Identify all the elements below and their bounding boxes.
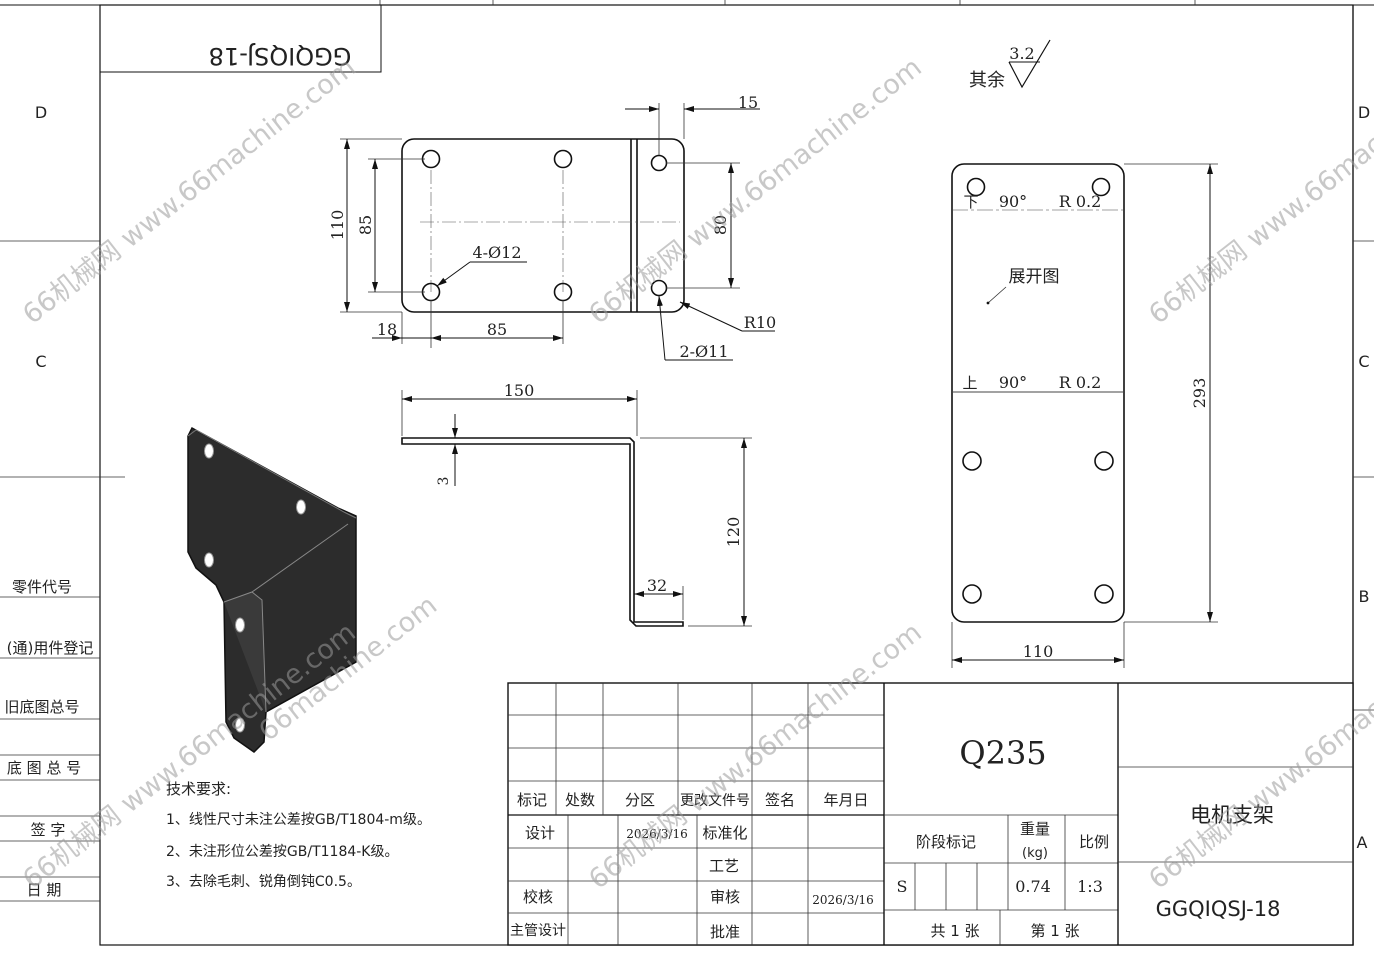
review-date: 2026/3/16 — [812, 893, 874, 907]
tech-note-1: 1、线性尺寸未注公差按GB/T1804-m级。 — [166, 812, 431, 828]
label-weight: 重量 — [1020, 820, 1050, 838]
sheet-total: 共 1 张 — [930, 922, 979, 940]
dim-flat-293: 293 — [1190, 378, 1209, 409]
strip-old-base-drawing-no: 旧底图总号 — [4, 698, 79, 716]
flat-pattern-view: 下 90° R 0.2 上 90° R 0.2 展开图 293 110 — [951, 163, 1218, 668]
zone-letter-right-c: C — [1358, 352, 1369, 371]
zone-letter-left-d: D — [35, 103, 47, 122]
mirrored-code-box: GGQIQSJ-18 — [99, 4, 382, 73]
roughness-value: 3.2 — [1009, 44, 1034, 63]
dim-top-85-vertical: 85 — [356, 215, 375, 235]
sheet-number: 第 1 张 — [1030, 922, 1079, 940]
rev-col-count: 处数 — [565, 791, 595, 809]
rev-col-date: 年月日 — [823, 791, 868, 809]
zone-letter-right-b: B — [1359, 587, 1370, 606]
zone-letter-right-a: A — [1357, 833, 1368, 852]
roughness-label: 其余 — [969, 70, 1005, 91]
material-name: Q235 — [959, 734, 1046, 772]
label-approve: 批准 — [710, 923, 740, 941]
strip-common-part-register: (通)用件登记 — [7, 639, 94, 657]
note-holes-2-d11: 2-Ø11 — [679, 342, 728, 361]
bend-lower-side: 下 — [963, 193, 978, 211]
dim-top-80: 80 — [711, 215, 730, 235]
label-standardization: 标准化 — [702, 824, 747, 842]
dim-flat-110: 110 — [1023, 642, 1054, 661]
flat-pattern-label: 展开图 — [1009, 267, 1060, 287]
note-radius-r10: R10 — [744, 313, 776, 332]
part-name: 电机支架 — [1190, 803, 1274, 827]
stage-value: S — [897, 877, 908, 896]
dim-top-15: 15 — [738, 93, 758, 112]
weight-value: 0.74 — [1015, 877, 1051, 896]
label-check: 校核 — [523, 888, 553, 906]
strip-part-code: 零件代号 — [12, 578, 72, 596]
bend-lower-radius: R 0.2 — [1059, 192, 1102, 211]
label-process: 工艺 — [709, 857, 739, 875]
bend-upper-side: 上 — [962, 374, 977, 392]
tech-notes-heading: 技术要求: — [166, 780, 231, 798]
watermark-text: 66机械网 www.66machine.com — [1143, 52, 1374, 331]
dim-top-85-horizontal: 85 — [487, 320, 507, 339]
dim-top-18: 18 — [377, 320, 397, 339]
label-review: 审核 — [710, 888, 740, 906]
hole-top-left — [421, 149, 441, 169]
front-view-profile — [401, 437, 684, 627]
bend-lower-angle: 90° — [999, 192, 1027, 211]
dim-top-110: 110 — [328, 210, 347, 241]
watermark-text: 66机械网 www.66machine.com — [17, 52, 361, 331]
roughness-symbol: 3.2 其余 — [969, 39, 1051, 91]
top-view-outline — [401, 138, 685, 313]
rev-col-mark: 标记 — [517, 791, 547, 809]
top-view: 110 85 80 15 18 85 4-Ø12 2-Ø11 — [328, 93, 776, 361]
bend-upper-radius: R 0.2 — [1059, 373, 1102, 392]
title-block: 标记 处数 分区 更改文件号 签名 年月日 设计 2026/3/16 标准化 工… — [507, 682, 1354, 946]
technical-requirements: 技术要求: 1、线性尺寸未注公差按GB/T1804-m级。 2、未注形位公差按G… — [166, 780, 431, 890]
dim-front-3: 3 — [436, 477, 452, 486]
strip-signature: 签 字 — [31, 821, 66, 839]
rev-col-change-doc: 更改文件号 — [680, 793, 750, 809]
zone-letter-right-d: D — [1358, 103, 1370, 122]
hole-flange-top — [650, 154, 668, 172]
design-date: 2026/3/16 — [626, 827, 688, 841]
rev-col-signature: 签名 — [765, 791, 795, 809]
zone-letter-left-c: C — [35, 352, 46, 371]
tech-note-3: 3、去除毛刺、锐角倒钝C0.5。 — [166, 874, 361, 890]
scale-value: 1:3 — [1077, 877, 1103, 896]
dim-front-32: 32 — [647, 576, 667, 595]
left-sidebar-table: 零件代号 (通)用件登记 旧底图总号 底 图 总 号 签 字 日 期 — [0, 578, 100, 902]
label-stage-mark: 阶段标记 — [916, 833, 976, 851]
front-view: 150 3 120 32 — [401, 381, 752, 627]
dim-front-120: 120 — [724, 517, 743, 548]
label-scale: 比例 — [1079, 833, 1109, 851]
flat-pattern-outline — [951, 163, 1125, 623]
rev-col-zone: 分区 — [625, 791, 655, 809]
label-design: 设计 — [525, 824, 555, 842]
hole-top-mid — [553, 149, 573, 169]
tech-note-2: 2、未注形位公差按GB/T1184-K级。 — [166, 844, 399, 860]
strip-base-drawing-no: 底 图 总 号 — [7, 759, 81, 777]
bend-upper-angle: 90° — [999, 373, 1027, 392]
strip-date: 日 期 — [27, 881, 62, 899]
isometric-view — [187, 426, 357, 753]
note-holes-4-d12: 4-Ø12 — [472, 243, 521, 262]
label-chief-designer: 主管设计 — [510, 923, 566, 939]
mirrored-drawing-code: GGQIQSJ-18 — [209, 42, 352, 70]
drawing-number: GGQIQSJ-18 — [1156, 897, 1281, 921]
label-weight-unit: (kg) — [1022, 846, 1048, 861]
dim-front-150: 150 — [504, 381, 535, 400]
